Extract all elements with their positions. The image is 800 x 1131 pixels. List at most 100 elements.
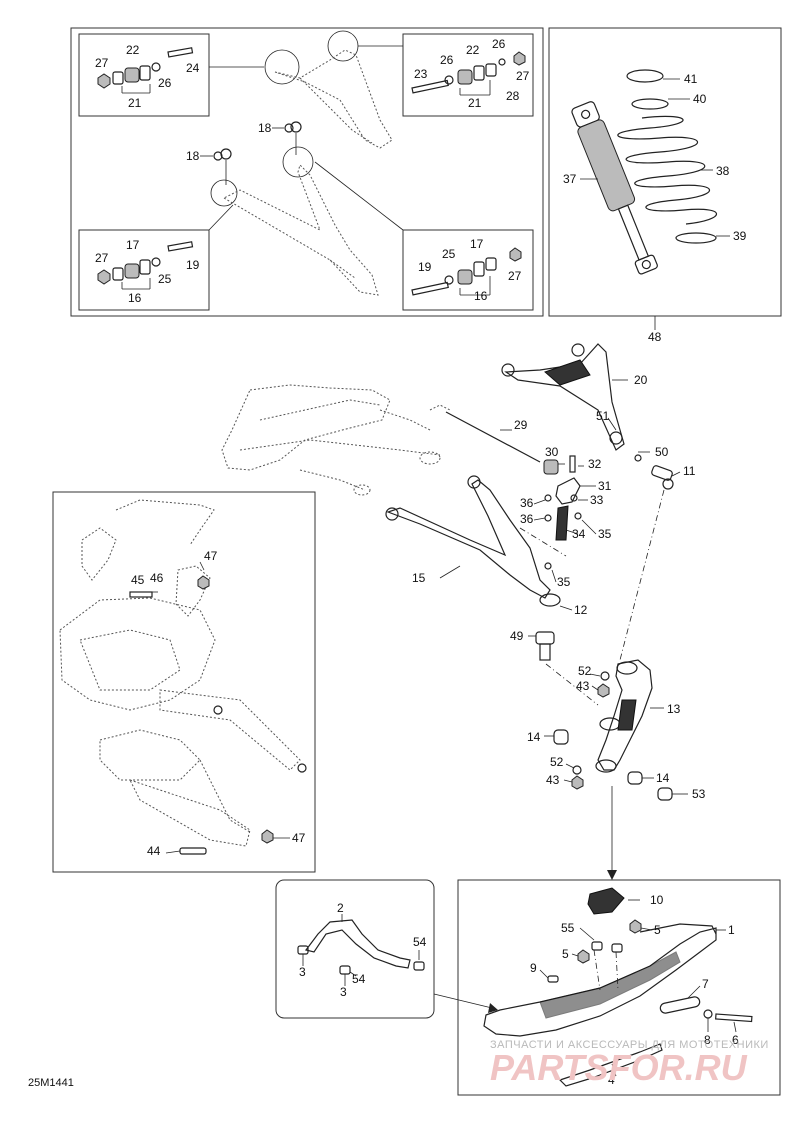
bushing-14 (553, 729, 569, 745)
bushing-set-upper-right (411, 51, 526, 96)
callout-17: 17 (470, 237, 484, 251)
inset-upper-left (78, 33, 210, 117)
callout-18: 18 (186, 149, 200, 163)
callout-15: 15 (412, 571, 426, 585)
callout-34: 34 (572, 527, 586, 541)
callout-30: 30 (545, 445, 559, 459)
callout-35: 35 (557, 575, 571, 589)
inset-upper-right (402, 33, 534, 117)
callout-32: 32 (588, 457, 602, 471)
shock-panel (548, 27, 782, 330)
callout-47: 47 (204, 549, 218, 563)
tie-rod (445, 411, 541, 463)
callout-16: 16 (128, 291, 142, 305)
callout-26: 26 (440, 53, 454, 67)
callout-52: 52 (550, 755, 564, 769)
coil-spring (617, 69, 718, 244)
upper-a-arm (501, 343, 625, 451)
callout-13: 13 (667, 702, 681, 716)
callout-50: 50 (655, 445, 669, 459)
callout-36: 36 (520, 496, 534, 510)
callout-29: 29 (514, 418, 528, 432)
callout-45: 45 (131, 573, 145, 587)
callout-1: 1 (728, 923, 735, 937)
callout-25: 25 (442, 247, 456, 261)
callout-26: 26 (492, 37, 506, 51)
callout-40: 40 (693, 92, 707, 106)
callout-33: 33 (590, 493, 604, 507)
callout-22: 22 (466, 43, 480, 57)
ski-handle-panel (275, 879, 435, 1019)
callout-5: 5 (654, 923, 661, 937)
callout-14: 14 (656, 771, 670, 785)
callout-49: 49 (510, 629, 524, 643)
callout-36: 36 (520, 512, 534, 526)
frame-mount-panel (52, 491, 316, 873)
callout-43: 43 (546, 773, 560, 787)
callout-55: 55 (561, 921, 575, 935)
ski-panel (457, 879, 781, 1096)
callout-20: 20 (634, 373, 648, 387)
callout-27: 27 (516, 69, 530, 83)
callout-3: 3 (299, 965, 306, 979)
callout-27: 27 (508, 269, 522, 283)
callout-9: 9 (530, 961, 537, 975)
shock-absorber (571, 101, 658, 275)
callout-19: 19 (418, 260, 432, 274)
callout-14: 14 (527, 730, 541, 744)
callout-8: 8 (704, 1033, 711, 1047)
front-frame-ghost (221, 384, 451, 496)
callout-7: 7 (702, 977, 709, 991)
watermark-tagline: ЗАПЧАСТИ И АКСЕССУАРЫ ДЛЯ МОТОТЕХНИКИ (490, 1039, 769, 1051)
callout-24: 24 (186, 61, 200, 75)
callout-47: 47 (292, 831, 306, 845)
callout-17: 17 (126, 238, 140, 252)
callout-53: 53 (692, 787, 706, 801)
callout-25: 25 (158, 272, 172, 286)
callout-54: 54 (413, 935, 427, 949)
callout-22: 22 (126, 43, 140, 57)
callout-31: 31 (598, 479, 612, 493)
inset-lower-right (402, 229, 534, 311)
bushing-set-lower-right (411, 247, 522, 296)
callout-11: 11 (683, 464, 696, 478)
steering-bracket (543, 455, 582, 570)
lower-ball-joint (535, 631, 555, 661)
callout-27: 27 (95, 56, 109, 70)
bushing-set-upper-left (97, 47, 194, 94)
callout-27: 27 (95, 251, 109, 265)
callout-39: 39 (733, 229, 747, 243)
callout-48: 48 (648, 330, 662, 344)
callout-12: 12 (574, 603, 588, 617)
callout-3: 3 (340, 985, 347, 999)
callout-10: 10 (650, 893, 664, 907)
callout-26: 26 (158, 76, 172, 90)
a-arm-panel (70, 27, 544, 317)
callout-labels: 22 27 24 26 21 26 22 26 23 27 28 21 18 1… (95, 37, 747, 1087)
diagram-code: 25M1441 (28, 1077, 74, 1089)
bushing-set-lower-left (97, 241, 194, 290)
callout-51: 51 (596, 409, 610, 423)
callout-6: 6 (732, 1033, 739, 1047)
callout-35: 35 (598, 527, 612, 541)
callout-41: 41 (684, 72, 698, 86)
callout-37: 37 (563, 172, 577, 186)
ball-joint (651, 465, 674, 490)
callout-5: 5 (562, 947, 569, 961)
callout-19: 19 (186, 258, 200, 272)
callout-38: 38 (716, 164, 730, 178)
callout-23: 23 (414, 67, 428, 81)
callout-44: 44 (147, 844, 161, 858)
callout-28: 28 (506, 89, 520, 103)
spindle (595, 659, 653, 773)
callout-52: 52 (578, 664, 592, 678)
watermark-logo-text: PARTSFOR.RU (490, 1047, 748, 1088)
callout-2: 2 (337, 901, 344, 915)
callout-54: 54 (352, 972, 366, 986)
callout-18: 18 (258, 121, 272, 135)
callout-4: 4 (608, 1073, 615, 1087)
lower-a-arm (385, 475, 561, 607)
callout-16: 16 (474, 289, 488, 303)
callout-21: 21 (128, 96, 142, 110)
